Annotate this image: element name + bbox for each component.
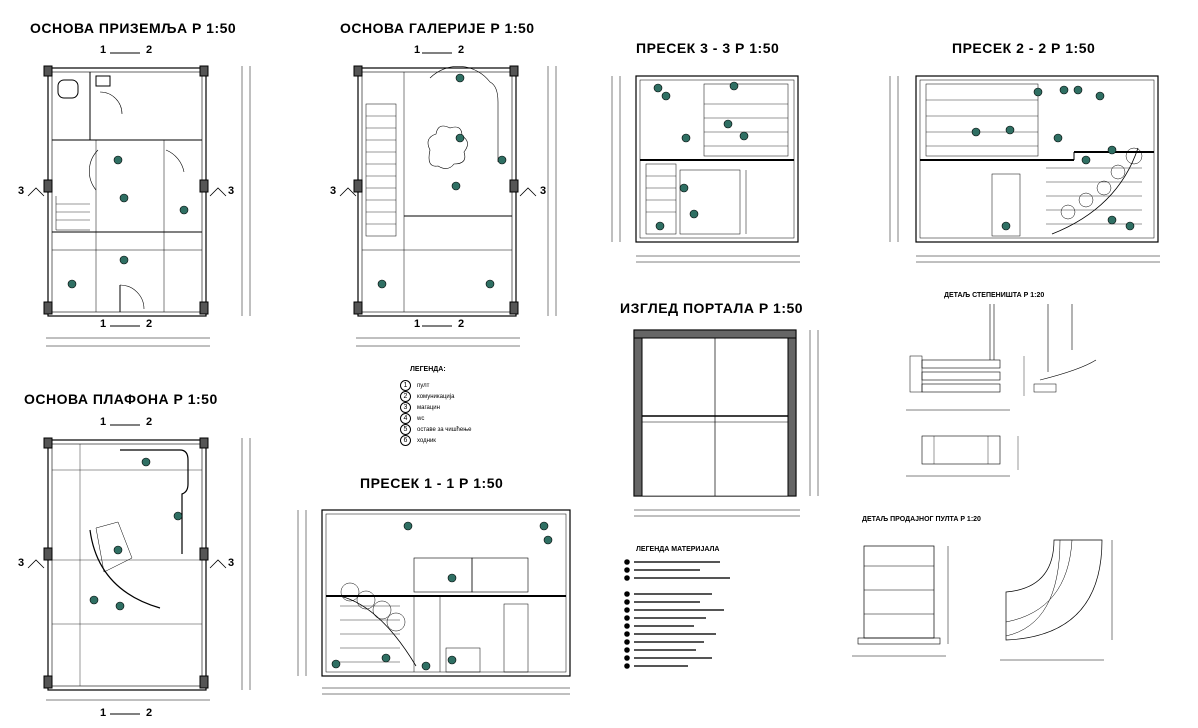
legend-item-label: комуникација <box>417 393 455 400</box>
side-mark-3b: 3 <box>228 185 235 197</box>
legend-title: ЛЕГЕНДА: <box>410 366 446 373</box>
section-mark-right-2d: 2 <box>458 318 465 330</box>
legend-item: 6 ходник <box>400 435 436 446</box>
legend-item: 2 комуникација <box>400 391 454 402</box>
section-mark-right-2f: 2 <box>146 707 153 719</box>
side-mark-3a: 3 <box>18 185 25 197</box>
legend-item: 1 пулт <box>400 380 429 391</box>
legend-item-label: пулт <box>417 382 430 389</box>
counter-detail <box>852 539 1113 661</box>
legend-item-number: 6 <box>400 435 411 446</box>
stair-detail-title: ДЕТАЉ СТЕПЕНИШТА Р 1:20 <box>944 292 1045 299</box>
materials-legend-bullets <box>624 559 730 669</box>
section-3-3-title: ПРЕСЕК 3 - 3 Р 1:50 <box>636 40 780 56</box>
section-mark-left-1: 1 <box>100 44 107 56</box>
legend-item-number: 4 <box>400 413 411 424</box>
section-mark-right-2: 2 <box>146 44 153 56</box>
side-mark-3c: 3 <box>330 185 337 197</box>
counter-detail-title: ДЕТАЉ ПРОДАЈНОГ ПУЛТА Р 1:20 <box>862 516 981 523</box>
legend-item-label: ходник <box>417 437 436 444</box>
side-mark-3e: 3 <box>18 557 25 569</box>
section-2-2-title: ПРЕСЕК 2 - 2 Р 1:50 <box>952 40 1096 56</box>
section-mark-left-1b: 1 <box>100 318 107 330</box>
ceiling-plan <box>27 424 251 715</box>
section-3-3 <box>611 75 800 263</box>
side-mark-3d: 3 <box>540 185 547 197</box>
ceiling-title: ОСНОВА ПЛАФОНА Р 1:50 <box>24 391 218 407</box>
legend-item: 3 магацин <box>400 402 440 413</box>
legend-item-number: 5 <box>400 424 411 435</box>
section-mark-left-1c: 1 <box>414 44 421 56</box>
section-mark-right-2e: 2 <box>146 416 153 428</box>
legend-item-label: магацин <box>417 404 440 411</box>
legend-item-label: wc <box>417 415 425 422</box>
portal-title: ИЗГЛЕД ПОРТАЛА Р 1:50 <box>620 300 804 316</box>
ground-floor-plan <box>27 52 251 347</box>
legend-item: 4 wc <box>400 413 424 424</box>
section-2-2 <box>889 75 1160 263</box>
portal-elevation <box>633 329 819 517</box>
section-mark-left-1e: 1 <box>100 416 107 428</box>
section-mark-right-2c: 2 <box>458 44 465 56</box>
side-mark-3f: 3 <box>228 557 235 569</box>
section-mark-left-1d: 1 <box>414 318 421 330</box>
section-mark-right-2b: 2 <box>146 318 153 330</box>
section-1-1 <box>297 509 571 695</box>
gallery-title: ОСНОВА ГАЛЕРИЈЕ Р 1:50 <box>340 20 535 36</box>
legend-item-number: 3 <box>400 402 411 413</box>
legend-item-number: 1 <box>400 380 411 391</box>
legend-item-label: оставе за чишћење <box>417 426 472 433</box>
gallery-plan <box>339 52 557 347</box>
legend-item: 5 оставе за чишћење <box>400 424 471 435</box>
stair-detail <box>906 304 1097 477</box>
section-mark-left-1f: 1 <box>100 707 107 719</box>
section-1-1-title: ПРЕСЕК 1 - 1 Р 1:50 <box>360 475 504 491</box>
legend-item-number: 2 <box>400 391 411 402</box>
materials-legend-title: ЛЕГЕНДА МАТЕРИЈАЛА <box>636 546 720 553</box>
ground-floor-title: ОСНОВА ПРИЗЕМЉА Р 1:50 <box>30 20 237 36</box>
